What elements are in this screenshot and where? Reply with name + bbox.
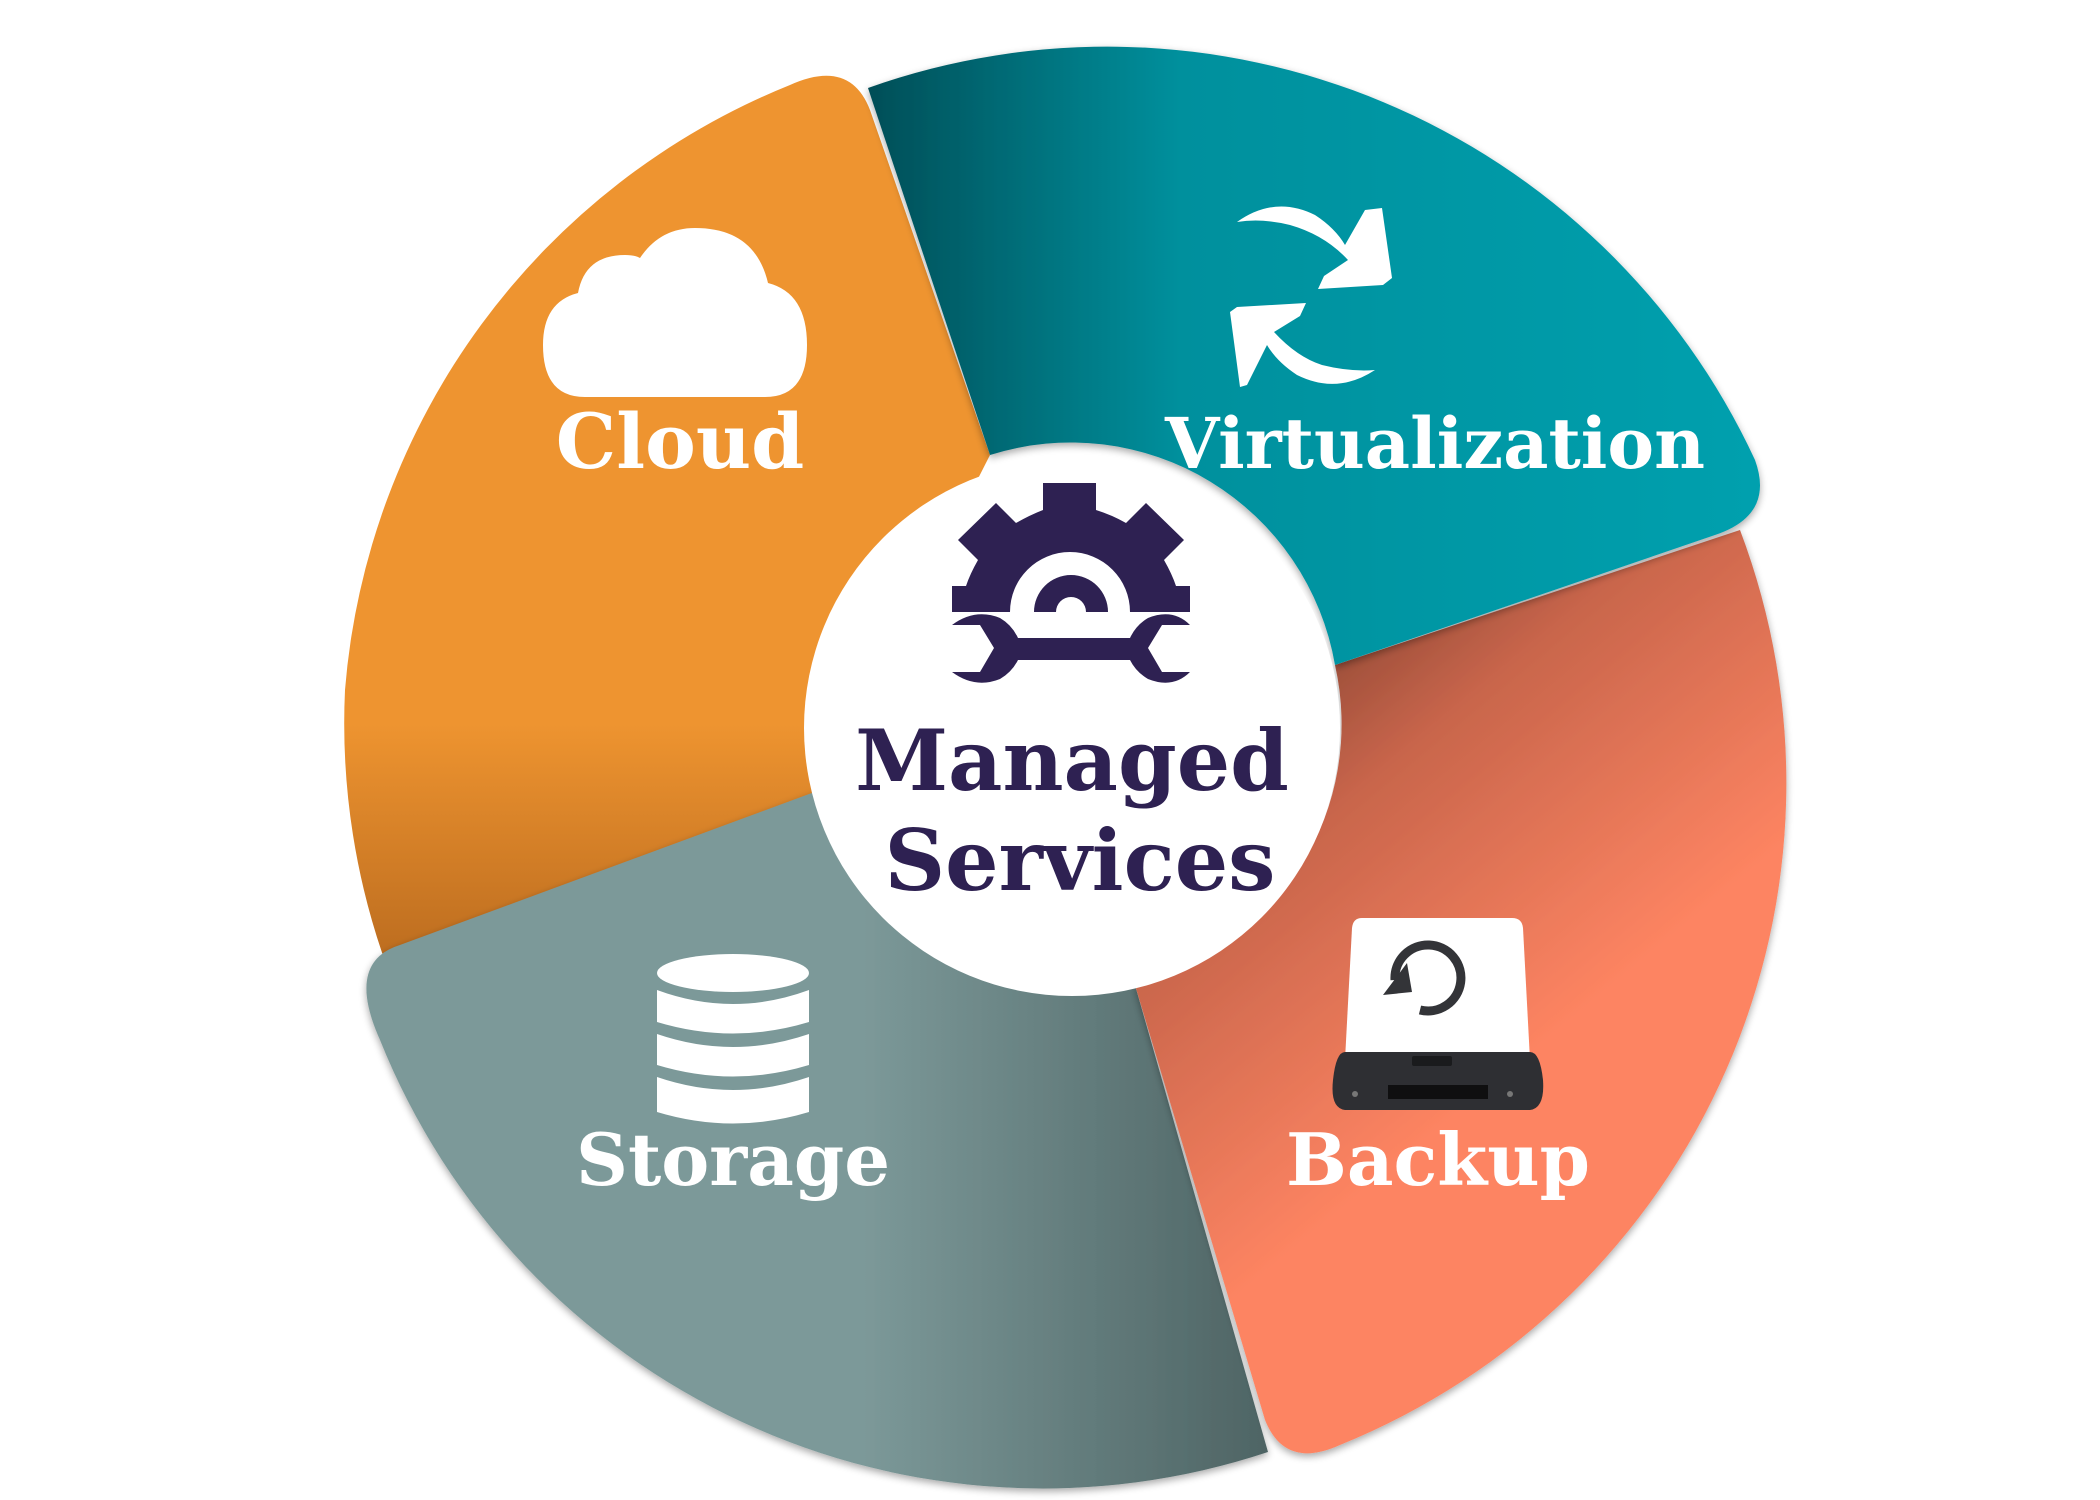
center-hub xyxy=(804,460,1340,996)
backup-drive-icon xyxy=(1332,918,1544,1110)
database-icon xyxy=(657,954,809,1124)
gear-wrench-icon xyxy=(952,483,1190,683)
refresh-arrows-icon xyxy=(1230,206,1392,387)
segment-virtualization-shape xyxy=(868,46,1760,665)
segment-virtualization[interactable] xyxy=(868,46,1760,665)
center-title-line1: Managed xyxy=(855,711,1289,810)
segment-label-storage: Storage xyxy=(576,1117,890,1202)
segment-storage[interactable] xyxy=(366,790,1268,1489)
segment-label-cloud: Cloud xyxy=(556,397,804,486)
segment-storage-shape xyxy=(366,790,1268,1489)
center-title-line2: Services xyxy=(885,811,1276,910)
segment-label-backup: Backup xyxy=(1286,1117,1590,1202)
cloud-icon xyxy=(543,228,807,397)
segment-label-virtualization: Virtualization xyxy=(1164,402,1705,485)
